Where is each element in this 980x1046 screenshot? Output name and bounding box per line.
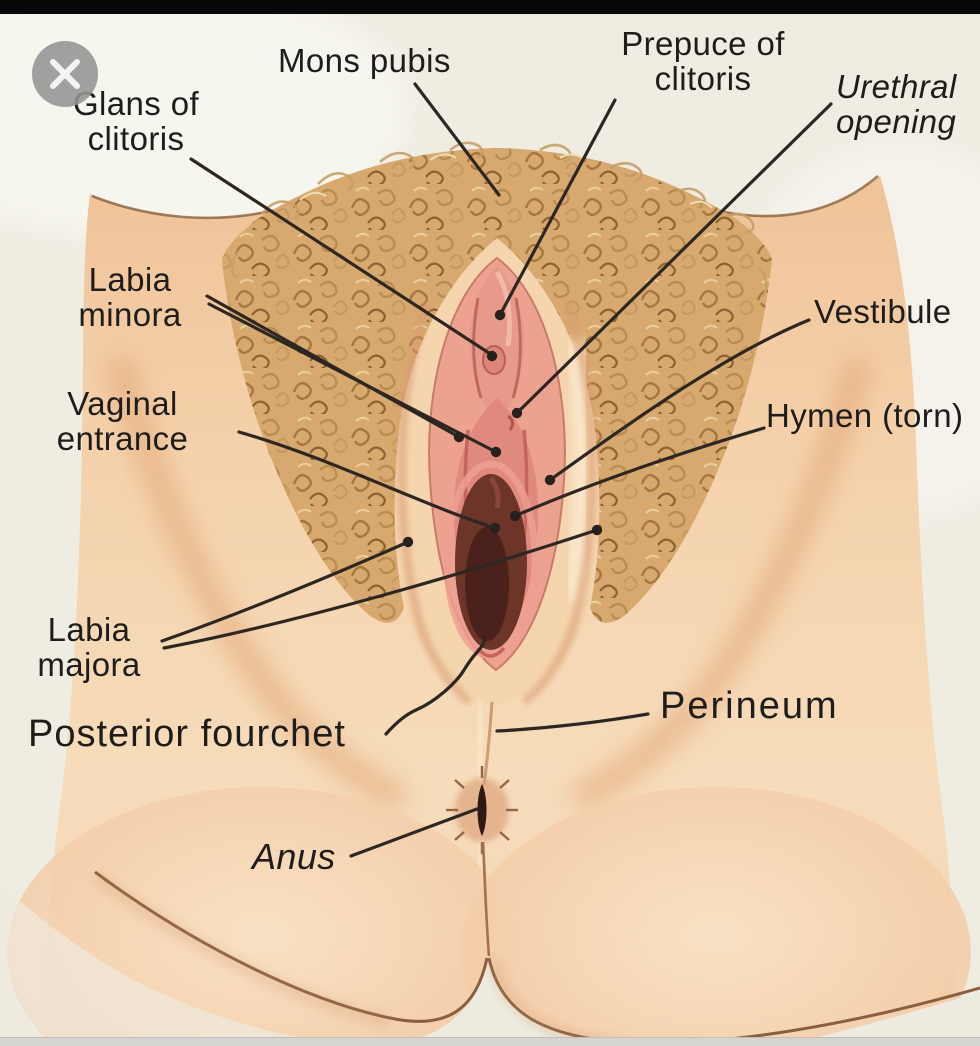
leader-perineum	[495, 712, 650, 733]
background-wedge	[800, 992, 980, 1041]
bottom-status-bar	[0, 1037, 980, 1046]
leader-vaginal-entrance	[237, 430, 497, 530]
leader-urethral	[515, 102, 833, 415]
label-mons-pubis: Mons pubis	[278, 42, 451, 79]
right-thigh-crease	[570, 356, 873, 812]
background-wedge	[0, 884, 320, 1041]
left-labium-majus-edge	[397, 300, 473, 706]
label-vaginal-entrance: Vaginal entrance	[56, 385, 189, 458]
label-hymen-torn: Hymen (torn)	[766, 397, 964, 434]
halo-highlight	[559, 338, 596, 603]
leader-labia-majora-2	[162, 528, 599, 650]
leader-dots	[402, 309, 603, 548]
leader-glans	[189, 157, 494, 357]
gluteal-cleft	[481, 841, 491, 957]
label-perineum: Perineum	[660, 685, 839, 727]
background-highlight	[0, 0, 410, 240]
leader-anus	[349, 807, 479, 858]
top-letterbox-bar	[0, 0, 980, 14]
leader-labia-majora-1	[160, 540, 410, 643]
leader-mons-pubis	[413, 82, 501, 197]
left-thigh-crease	[105, 356, 408, 812]
hair-edge-curls	[230, 141, 768, 298]
label-glans-of-clitoris: Glans of clitoris	[72, 85, 200, 158]
label-labia-minora: Labia minora	[78, 261, 182, 334]
right-labium-majus-edge	[521, 300, 597, 706]
close-button[interactable]	[32, 41, 98, 107]
leader-prepuce	[498, 98, 617, 317]
background-wedge	[402, 962, 598, 1044]
label-anus: Anus	[252, 836, 336, 877]
leader-hymen	[513, 426, 766, 518]
fold-shadow	[92, 872, 391, 1026]
label-posterior-fourchet: Posterior fourchet	[28, 713, 346, 755]
label-vestibule: Vestibule	[814, 293, 952, 330]
label-urethral-opening: Urethral opening	[836, 68, 957, 141]
label-prepuce-of-clitoris: Prepuce of clitoris	[621, 25, 785, 98]
anus-detail	[446, 766, 518, 854]
close-icon	[50, 59, 80, 89]
right-buttock	[461, 787, 971, 1046]
leader-labia-minora-2	[207, 302, 498, 454]
leader-vestibule	[548, 318, 811, 482]
leader-posterior-fourchet	[384, 635, 486, 736]
pubic-hair	[222, 148, 772, 623]
leader-lines	[160, 82, 833, 858]
label-labia-majora: Labia majora	[37, 611, 141, 684]
